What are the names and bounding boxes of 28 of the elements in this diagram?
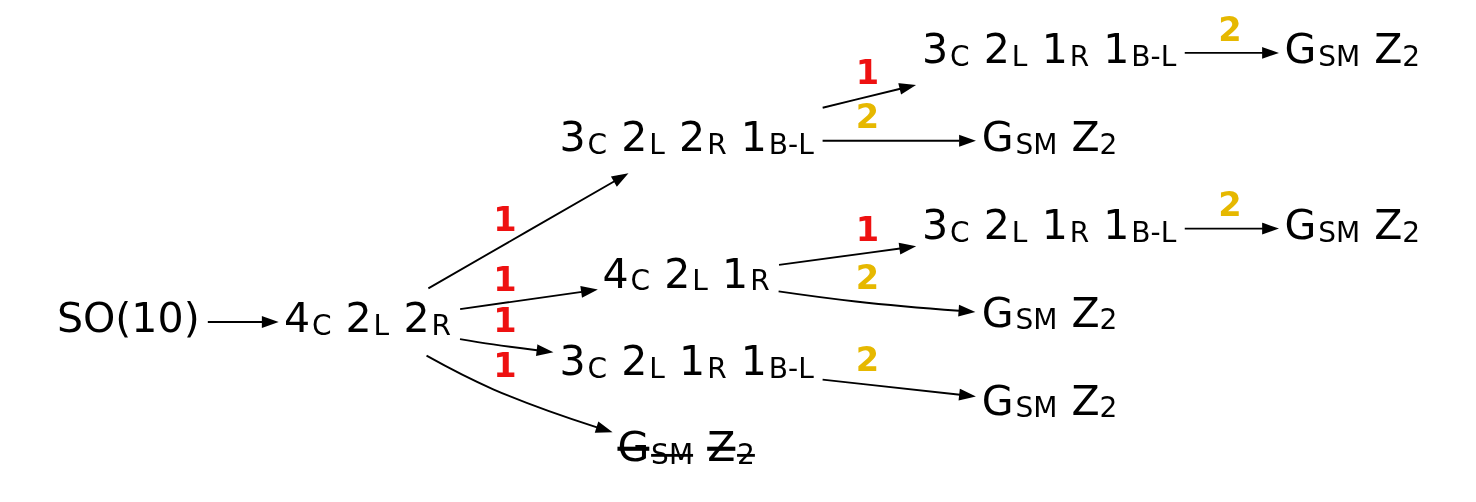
arrow [459, 286, 598, 311]
edge-label: 1 [493, 259, 517, 299]
node-text: GSM Z2 [617, 423, 755, 472]
arrow [778, 242, 917, 266]
arrow [427, 173, 629, 290]
edge-label: 2 [855, 258, 880, 298]
arrow [821, 378, 976, 401]
arrow [777, 290, 976, 317]
edge-label: 1 [493, 200, 517, 240]
node-text: GSM Z2 [981, 288, 1118, 337]
edge-label: 2 [855, 340, 880, 380]
arrow [821, 83, 917, 109]
edge-label: 1 [855, 52, 880, 92]
node-text: GSM Z2 [981, 113, 1118, 162]
node-text: GSM Z2 [981, 376, 1118, 425]
edge-label: 1 [493, 345, 517, 385]
node-text: SO(10) [56, 294, 200, 343]
edge-label: 1 [855, 209, 880, 249]
edge-label: 1 [493, 301, 517, 341]
arrow [459, 338, 554, 357]
arrow [1183, 222, 1279, 235]
arrow [821, 134, 976, 147]
edge-label: 2 [1218, 185, 1242, 225]
arrow [1183, 47, 1279, 59]
edge-label: 2 [855, 97, 880, 137]
arrow [425, 354, 613, 433]
arrow [206, 316, 279, 328]
edge-label: 2 [1218, 9, 1242, 49]
